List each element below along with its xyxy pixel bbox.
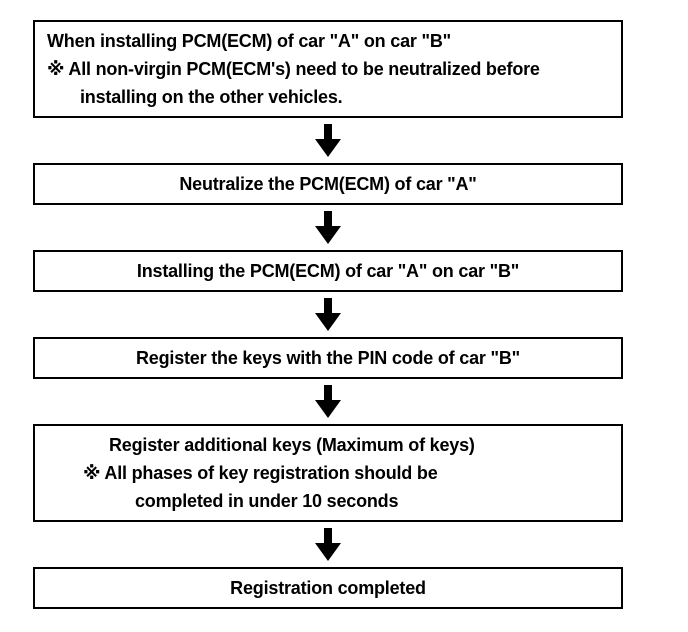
flow-step-when-installing: When installing PCM(ECM) of car "A" on c… bbox=[33, 20, 623, 118]
down-arrow-icon bbox=[315, 528, 341, 561]
down-arrow-icon bbox=[315, 124, 341, 157]
flow-step-note-continued: installing on the other vehicles. bbox=[80, 87, 343, 107]
flow-step-register-keys: Register the keys with the PIN code of c… bbox=[33, 337, 623, 379]
flow-step-text: When installing PCM(ECM) of car "A" on c… bbox=[47, 31, 451, 51]
flow-connector bbox=[33, 379, 623, 424]
flow-step-text: Neutralize the PCM(ECM) of car "A" bbox=[179, 173, 477, 194]
down-arrow-icon bbox=[315, 211, 341, 244]
flow-connector bbox=[33, 118, 623, 163]
down-arrow-icon bbox=[315, 298, 341, 331]
flowchart: When installing PCM(ECM) of car "A" on c… bbox=[33, 20, 623, 609]
flow-step-note-continued: completed in under 10 seconds bbox=[135, 491, 399, 511]
down-arrow-icon bbox=[315, 385, 341, 418]
flow-step-installing: Installing the PCM(ECM) of car "A" on ca… bbox=[33, 250, 623, 292]
flow-connector bbox=[33, 205, 623, 250]
flow-step-text: Registration completed bbox=[230, 577, 426, 598]
flow-connector bbox=[33, 522, 623, 567]
flow-step-note: ※ All phases of key registration should … bbox=[83, 463, 438, 483]
flow-step-text: Register additional keys (Maximum of key… bbox=[109, 435, 475, 455]
flow-step-text: Installing the PCM(ECM) of car "A" on ca… bbox=[136, 260, 520, 281]
flow-step-text: Register the keys with the PIN code of c… bbox=[136, 347, 520, 368]
flow-step-note: ※ All non-virgin PCM(ECM's) need to be n… bbox=[47, 59, 540, 79]
flow-step-registration-completed: Registration completed bbox=[33, 567, 623, 609]
flow-step-neutralize: Neutralize the PCM(ECM) of car "A" bbox=[33, 163, 623, 205]
flow-step-register-additional-keys: Register additional keys (Maximum of key… bbox=[33, 424, 623, 522]
flow-connector bbox=[33, 292, 623, 337]
